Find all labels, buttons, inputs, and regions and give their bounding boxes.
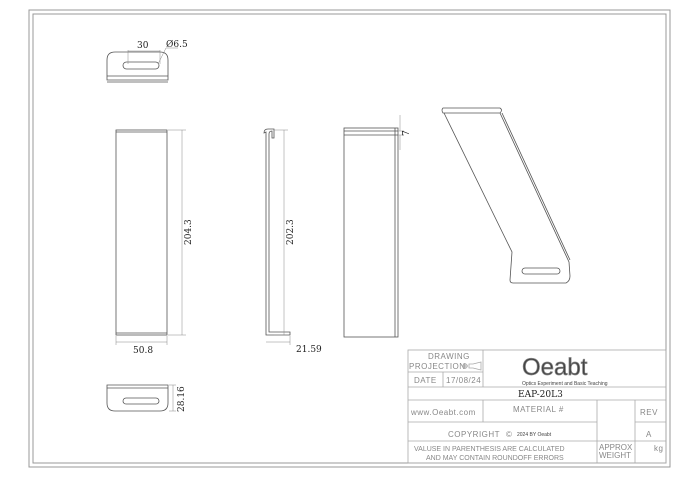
material-label: MATERIAL # (513, 405, 564, 414)
front-width-dim: 50.8 (133, 346, 153, 356)
side-depth-dim: 21.59 (296, 345, 322, 355)
note-line-2: AND MAY CONTAIN ROUNDOFF ERRORS (426, 455, 564, 462)
date-value: 17/08/24 (446, 376, 481, 385)
copyright-small: 2024 BY Oeabt (517, 432, 552, 438)
rev-label: REV (640, 408, 658, 417)
weight-unit: kg (654, 444, 663, 453)
bottom-height-dim: 28.16 (177, 386, 187, 412)
bottom-view: 28.16 (106, 384, 187, 412)
projection-label: PROJECTION (409, 362, 466, 371)
slot-diameter-dim: Ø6.5 (166, 39, 188, 50)
logo-subtitle: Optics Experiment and Basic Teaching (522, 381, 608, 387)
copyright: COPYRIGHT (448, 430, 500, 439)
thickness-dim: 7 (402, 130, 412, 136)
website: www.Oeabt.com (410, 408, 476, 417)
title-block: DRAWING PROJECTION DATE 17/08/24 Oeabt O… (407, 349, 667, 464)
projection-symbol-icon (462, 361, 482, 371)
front-view: 204.3 50.8 (115, 129, 194, 356)
inner-border (32, 13, 667, 464)
rear-view: 7 (343, 115, 412, 338)
date-label: DATE (414, 376, 437, 385)
weight-label-1: APPROX (599, 443, 633, 452)
rev-value: A (646, 430, 652, 439)
outer-border (28, 9, 671, 468)
slot-length-dim: 30 (137, 41, 149, 51)
copyright-icon: © (506, 430, 512, 439)
top-view: 30 Ø6.5 (106, 39, 188, 83)
note-line-1: VALUSE IN PARENTHESIS ARE CALCULATED (414, 446, 565, 453)
part-number: EAP-20L3 (518, 390, 563, 400)
drawing-label: DRAWING (428, 352, 470, 361)
side-view: 202.3 21.59 (263, 128, 322, 355)
weight-label-2: WEIGHT (599, 451, 631, 460)
front-height-dim: 204.3 (184, 219, 194, 245)
side-height-dim: 202.3 (286, 219, 296, 245)
isometric-view (441, 107, 571, 284)
logo: Oeabt (522, 354, 588, 381)
